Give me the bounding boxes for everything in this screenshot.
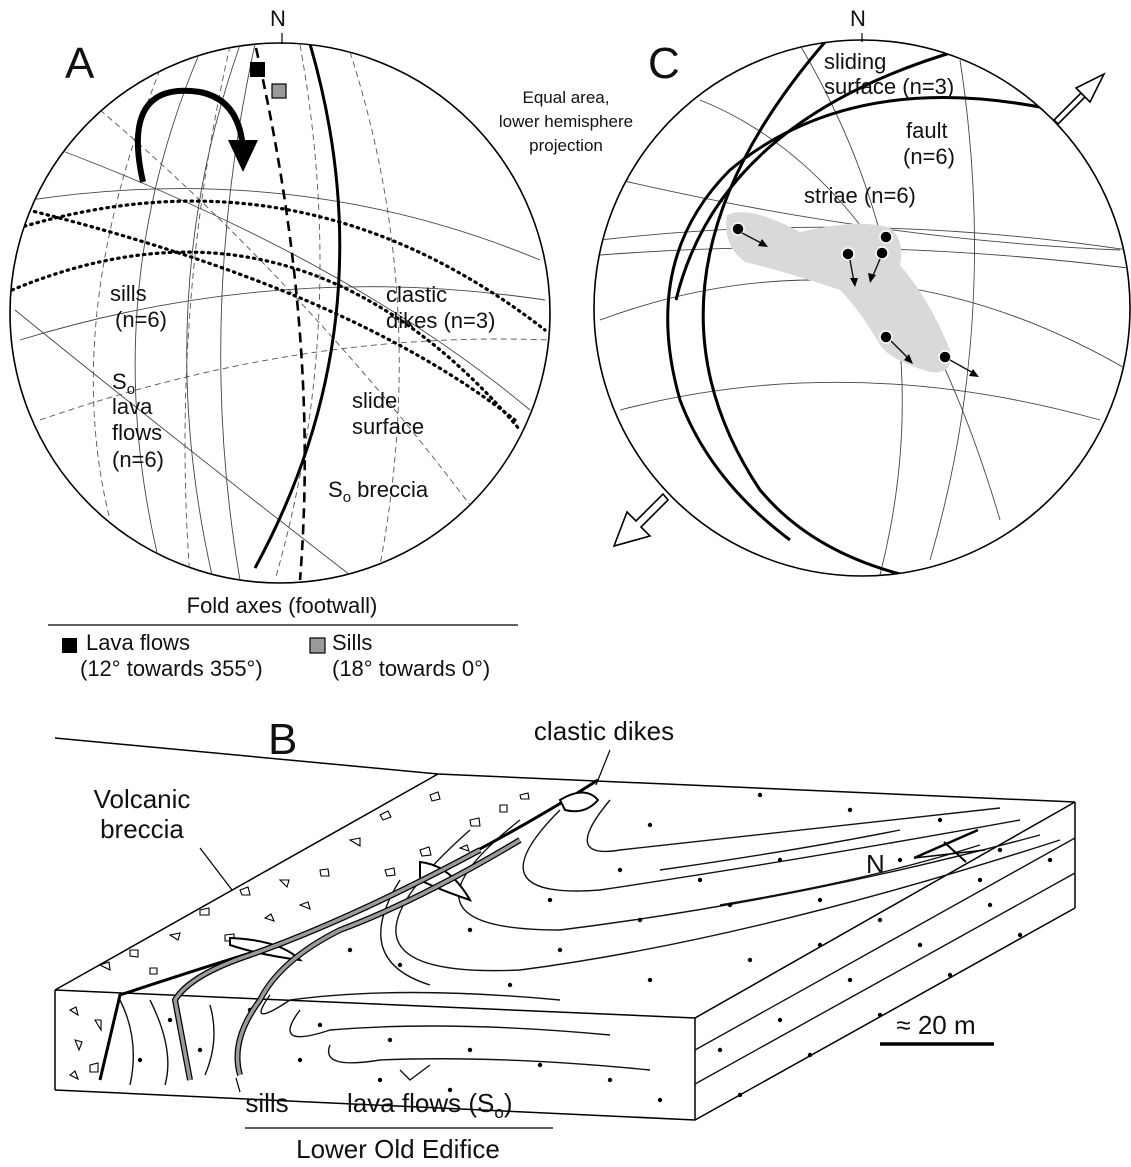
- c-fault-n: (n=6): [903, 144, 955, 169]
- projection-note-line3: projection: [529, 136, 603, 155]
- a-breccia-label: So breccia: [328, 477, 429, 506]
- c-striae-label: striae (n=6): [804, 183, 916, 208]
- b-north-label: N: [866, 849, 885, 879]
- legend-sills-detail: (18° towards 0°): [332, 656, 490, 681]
- panel-c-north-label: N: [850, 6, 866, 31]
- stria-point: [880, 331, 892, 343]
- a-lava-label: lava: [112, 394, 153, 419]
- a-surface-label: surface: [352, 414, 424, 439]
- a-slide-label: slide: [352, 388, 397, 413]
- a-dikes-label: dikes (n=3): [386, 308, 495, 333]
- a-clastic-label: clastic: [386, 282, 447, 307]
- stria-point: [876, 247, 888, 259]
- legend-title: Fold axes (footwall): [187, 593, 378, 618]
- panel-a: A N: [10, 6, 633, 681]
- legend-sills-swatch: [310, 638, 325, 653]
- legend-lava-label: Lava flows: [86, 630, 190, 655]
- projection-note-line2: lower hemisphere: [499, 112, 633, 131]
- legend-sills-label: Sills: [332, 630, 372, 655]
- legend-lava-detail: (12° towards 355°): [80, 656, 263, 681]
- striae-envelope: [726, 212, 951, 372]
- stria-point: [842, 248, 854, 260]
- fold-axis-sills-marker: [272, 84, 286, 98]
- legend-lava-swatch: [62, 638, 77, 653]
- panel-b-letter: B: [268, 715, 297, 764]
- b-lava-flows-label: lava flows (So): [347, 1088, 513, 1122]
- b-scale-label: ≈ 20 m: [896, 1010, 975, 1040]
- c-fault-label: fault: [906, 118, 948, 143]
- c-sliding-label: sliding: [824, 49, 886, 74]
- panel-a-letter: A: [65, 39, 95, 88]
- panel-b: B: [55, 715, 1075, 1164]
- a-sills-label: sills: [110, 281, 147, 306]
- a-lava-n: (n=6): [112, 447, 164, 472]
- b-lower-old-edifice-label: Lower Old Edifice: [296, 1134, 500, 1164]
- b-volcanic-label: Volcanic: [94, 784, 191, 814]
- panel-c-letter: C: [648, 39, 680, 88]
- panel-a-north-label: N: [270, 6, 286, 31]
- panel-c: C N: [594, 6, 1130, 576]
- fold-axis-lava-marker: [250, 62, 265, 77]
- b-clastic-dikes-label: clastic dikes: [534, 716, 674, 746]
- projection-note-line1: Equal area,: [523, 88, 610, 107]
- c-surface-label: surface (n=3): [824, 74, 954, 99]
- extension-arrow-ne: [1054, 74, 1104, 124]
- a-flows-label: flows: [112, 420, 162, 445]
- rotation-arrow: [138, 91, 243, 182]
- stria-point: [880, 231, 892, 243]
- extension-arrow-sw: [614, 494, 668, 546]
- stria-point: [939, 351, 951, 363]
- b-breccia-label: breccia: [100, 814, 184, 844]
- a-sills-n: (n=6): [115, 307, 167, 332]
- b-sills-label: sills: [245, 1088, 288, 1118]
